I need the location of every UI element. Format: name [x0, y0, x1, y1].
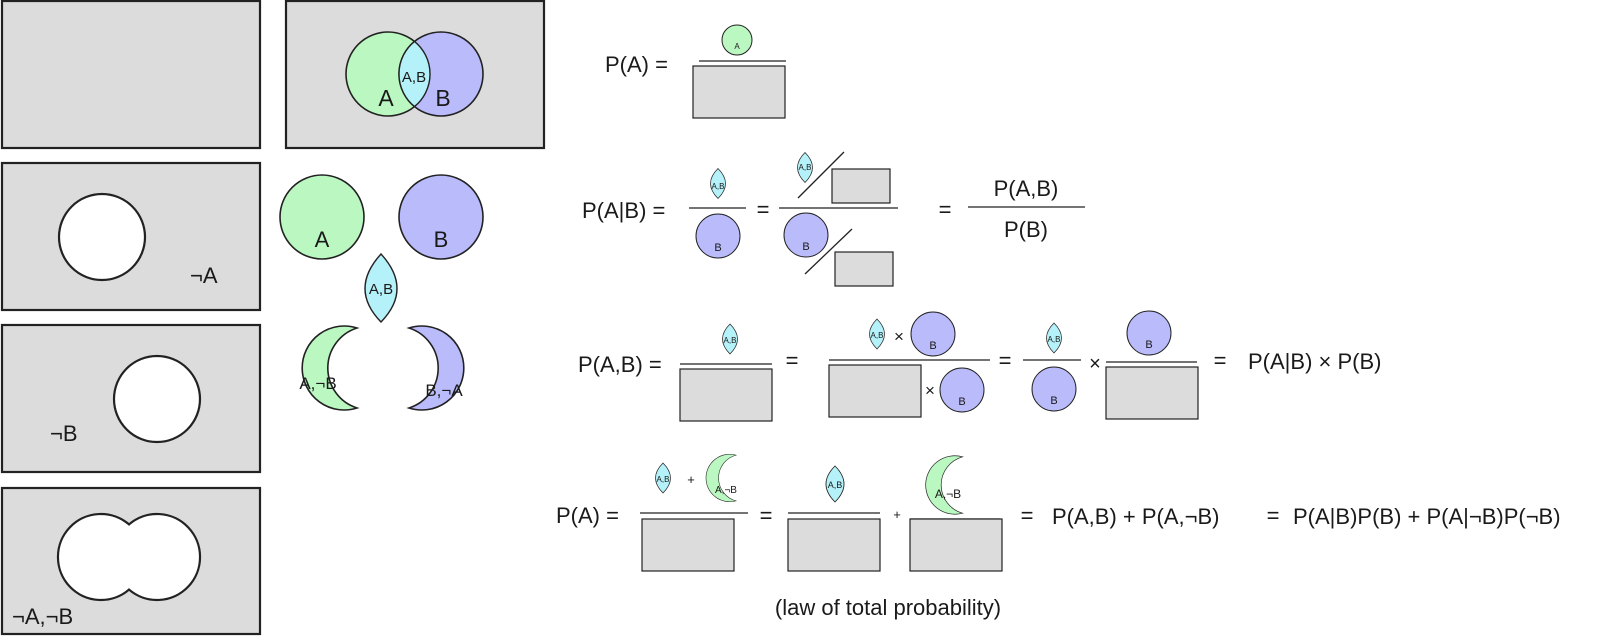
eq-lhs: P(A,B) =	[578, 352, 662, 377]
svg-text:B: B	[1050, 395, 1057, 407]
venn-label-b: B	[435, 85, 450, 111]
piece-b-not-a: B,¬A	[406, 325, 465, 411]
sample-space-panel	[0, 0, 262, 150]
eq-lhs: P(A|B) =	[582, 198, 665, 223]
svg-text:P(B): P(B)	[1004, 217, 1048, 242]
svg-text:=: =	[760, 503, 773, 528]
svg-text:+: +	[893, 507, 901, 522]
svg-text:=: =	[999, 348, 1012, 373]
not-a-not-b-label: ¬A,¬B	[12, 604, 73, 629]
svg-text:=: =	[1021, 503, 1034, 528]
venn-label-a: A	[378, 85, 394, 111]
law-note: (law of total probability)	[775, 595, 1001, 620]
not-a-label: ¬A	[190, 263, 218, 288]
svg-text:B: B	[958, 396, 965, 408]
svg-text:A,B: A,B	[369, 281, 393, 298]
svg-text:P(A|B)P(B) + P(A|¬B)P(¬B): P(A|B)P(B) + P(A|¬B)P(¬B)	[1293, 504, 1561, 529]
svg-text:B,¬A: B,¬A	[425, 381, 463, 400]
eq-probability-a: P(A) = A	[605, 24, 786, 119]
svg-text:A,¬B: A,¬B	[715, 485, 737, 496]
not-b-label: ¬B	[50, 421, 78, 446]
eq-lhs: P(A) =	[605, 52, 668, 77]
svg-text:B: B	[929, 340, 936, 352]
svg-text:P(A,B) + P(A,¬B): P(A,B) + P(A,¬B)	[1052, 504, 1220, 529]
eq-conditional: P(A|B) = A,B B = A,B B = P(A,B) P(B)	[582, 151, 1085, 287]
svg-text:A,B: A,B	[724, 336, 737, 345]
svg-text:×: ×	[925, 381, 935, 400]
svg-text:=: =	[1267, 503, 1280, 528]
svg-text:B: B	[714, 242, 721, 254]
svg-text:B: B	[1145, 339, 1152, 351]
svg-text:A: A	[734, 42, 740, 51]
svg-text:×: ×	[1089, 353, 1101, 375]
svg-text:=: =	[786, 348, 799, 373]
svg-text:×: ×	[894, 327, 904, 346]
venn-panel: A B A,B	[284, 0, 546, 150]
svg-text:P(A,B): P(A,B)	[994, 176, 1059, 201]
piece-a-not-b: A,¬B	[299, 325, 360, 411]
svg-text:B: B	[802, 241, 809, 253]
svg-text:A,B: A,B	[657, 475, 670, 484]
not-a-not-b-panel: ¬A,¬B	[0, 486, 262, 636]
svg-text:A,B: A,B	[712, 182, 725, 191]
svg-text:A,¬B: A,¬B	[299, 374, 336, 393]
svg-text:+: +	[687, 472, 695, 487]
piece-a: A	[279, 174, 365, 260]
svg-text:=: =	[757, 197, 770, 222]
not-a-panel: ¬A	[0, 161, 262, 312]
svg-text:=: =	[1214, 348, 1227, 373]
svg-text:A: A	[315, 227, 330, 252]
piece-b: B	[398, 174, 484, 260]
eq-total-probability: P(A) = A,B + A,¬B = A,B + A,¬B = P(A,B) …	[556, 453, 1561, 572]
svg-text:B: B	[434, 227, 449, 252]
svg-text:A,B: A,B	[828, 480, 843, 490]
svg-text:P(A|B) × P(B): P(A|B) × P(B)	[1248, 349, 1381, 374]
piece-ab: A,B	[364, 252, 398, 324]
svg-text:A,B: A,B	[1048, 335, 1061, 344]
svg-text:=: =	[939, 197, 952, 222]
venn-label-ab: A,B	[402, 69, 426, 86]
eq-joint: P(A,B) = A,B = A,B × B × B = A,B B × B =…	[578, 310, 1381, 422]
eq-lhs: P(A) =	[556, 503, 619, 528]
svg-text:A,¬B: A,¬B	[935, 487, 961, 501]
not-b-panel: ¬B	[0, 323, 262, 474]
svg-text:A,B: A,B	[871, 331, 884, 340]
svg-text:A,B: A,B	[799, 163, 812, 172]
venn-intersection	[398, 40, 431, 108]
